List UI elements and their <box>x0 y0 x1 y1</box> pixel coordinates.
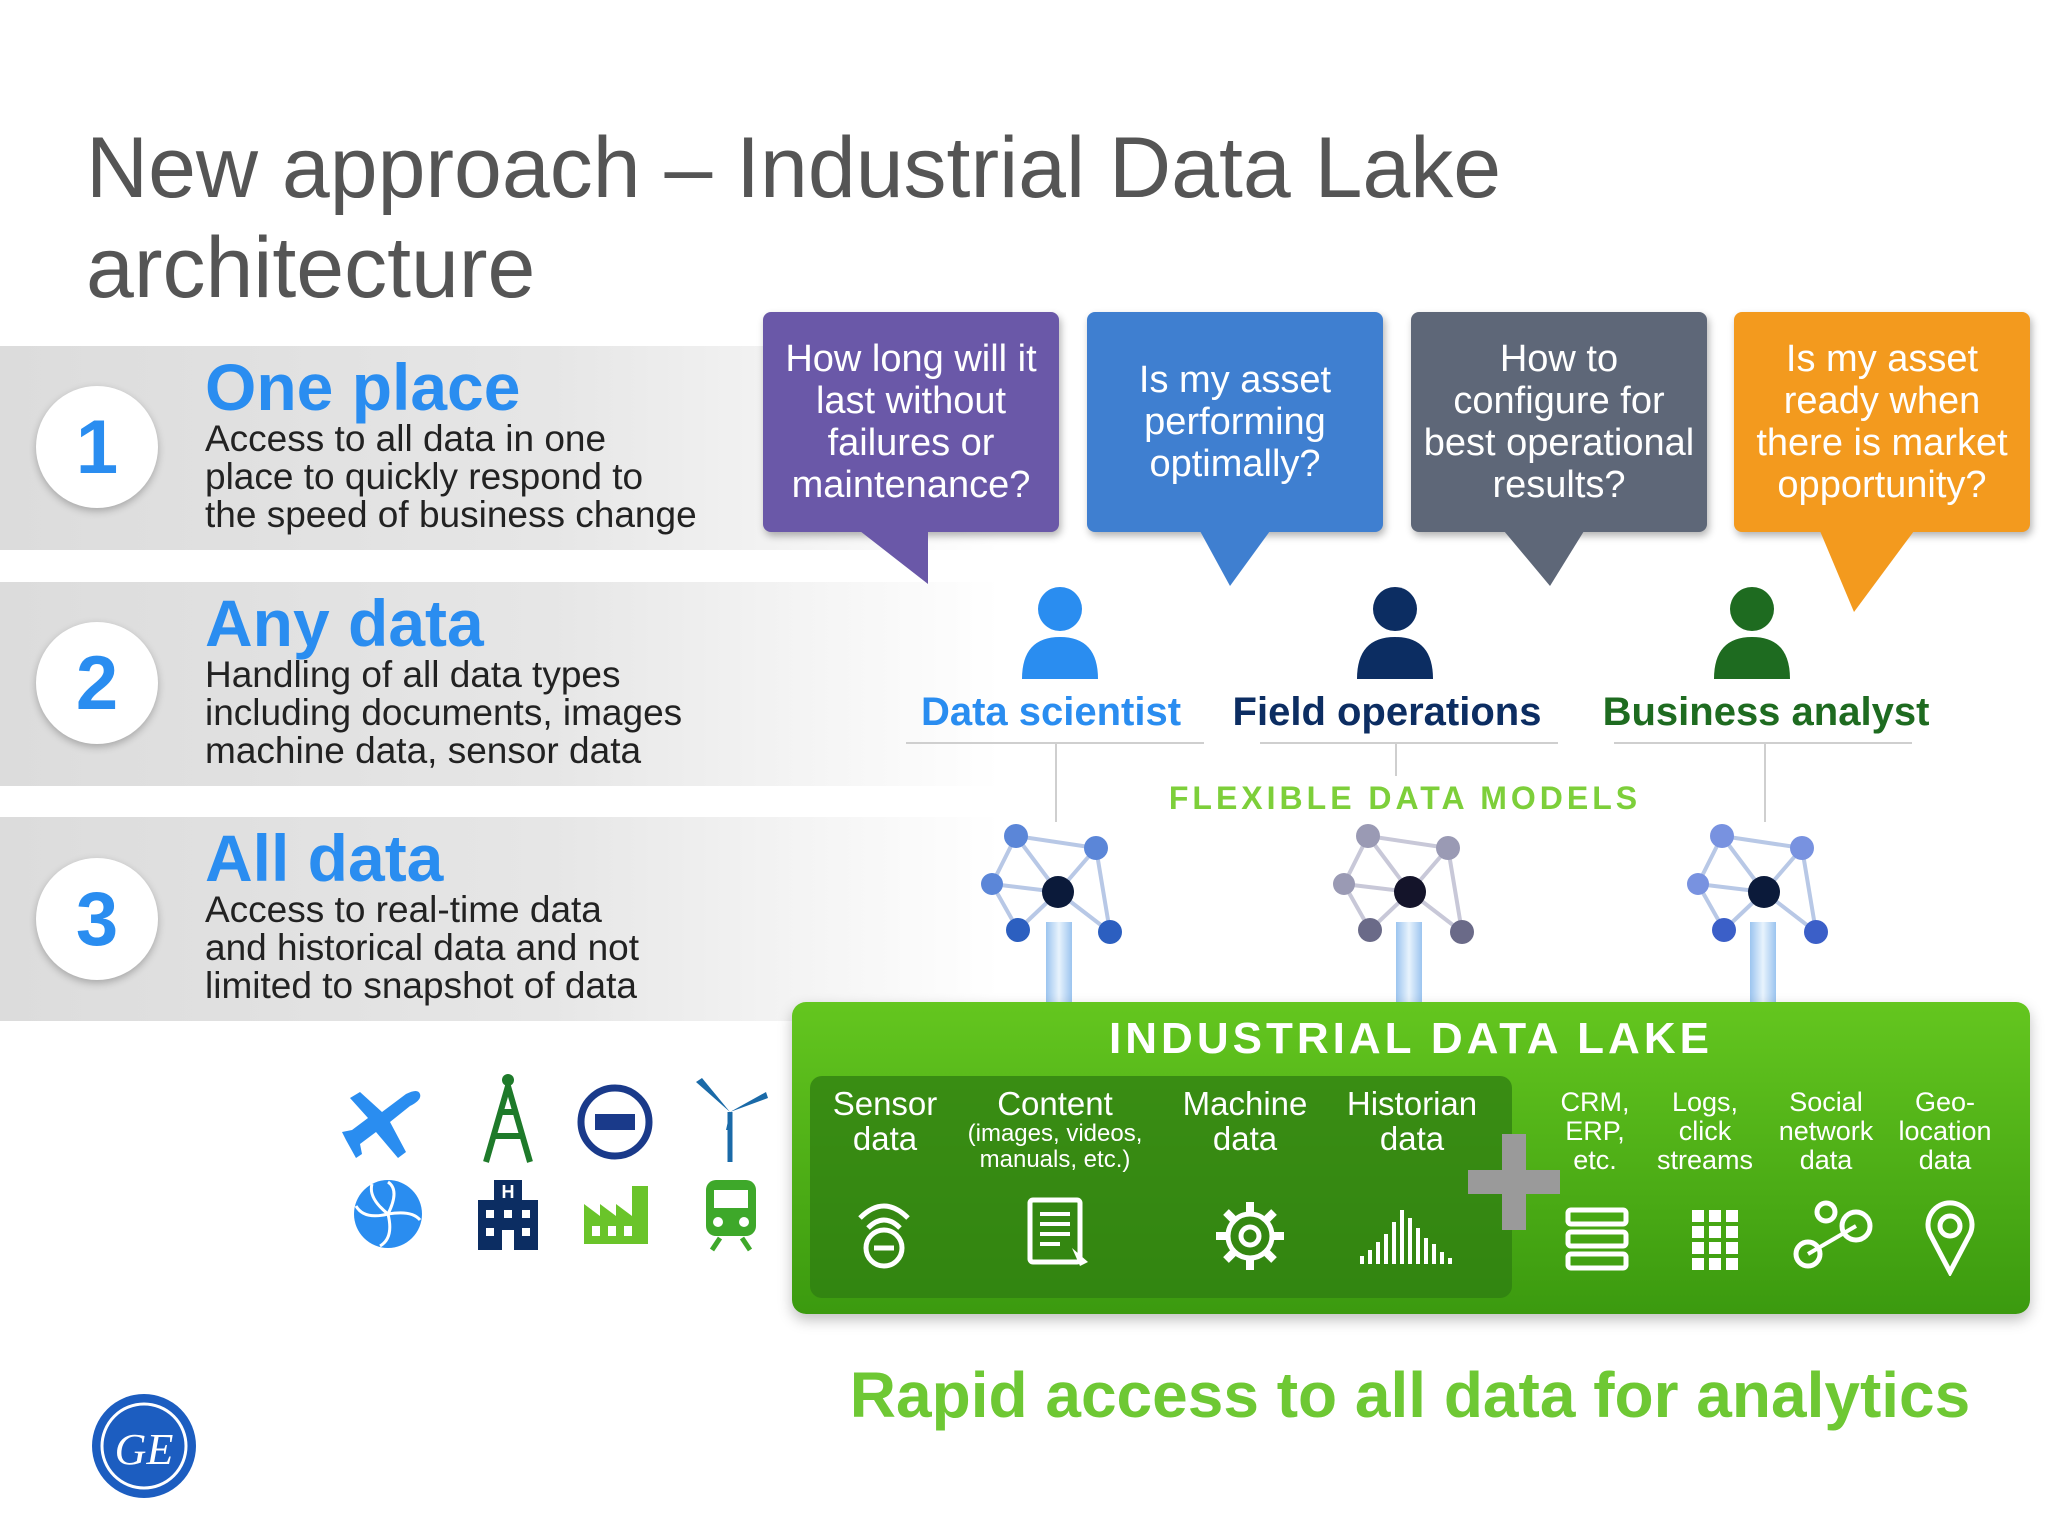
wind-turbine-icon <box>696 1078 768 1162</box>
bubble-tail-2 <box>1200 531 1270 586</box>
point-2-line-2: including documents, images <box>205 692 683 733</box>
point-body-2: Handling of all data types including doc… <box>205 656 765 770</box>
point-3-line-2: and historical data and not <box>205 927 640 968</box>
point-body-1: Access to all data in one place to quick… <box>205 420 765 534</box>
point-3-line-3: limited to snapshot of data <box>205 965 637 1006</box>
data-model-network-icon <box>981 824 1122 944</box>
bubble-tail-4 <box>1820 531 1914 612</box>
data-model-network-icon <box>1333 824 1474 944</box>
question-text-4: Is my asset ready when there is market o… <box>1756 338 2008 506</box>
source-geo-location: Geo-location data <box>1898 1087 1992 1175</box>
title-line-2: architecture <box>86 220 536 316</box>
divider <box>1260 742 1558 744</box>
point-1-line-1: Access to all data in one <box>205 418 607 459</box>
data-lake-title: INDUSTRIAL DATA LAKE <box>1109 1014 1713 1063</box>
divider <box>1614 742 1912 744</box>
factory-icon <box>584 1186 648 1244</box>
source-sensor-data: Sensor data <box>832 1085 938 1157</box>
point-body-3: Access to real-time data and historical … <box>205 891 765 1005</box>
person-icon <box>1714 587 1790 679</box>
point-band-2 <box>0 582 1000 786</box>
point-1-line-3: the speed of business change <box>205 494 697 535</box>
bubble-tail-3 <box>1504 531 1584 586</box>
turbine-fan-icon <box>354 1180 422 1248</box>
svg-text:H: H <box>502 1182 515 1202</box>
connector-line <box>1055 744 1057 822</box>
point-1-line-2: place to quickly respond to <box>205 456 644 497</box>
slide-title: New approach – Industrial Data Lake arch… <box>86 118 1646 318</box>
point-3-line-1: Access to real-time data <box>205 889 602 930</box>
waveform-icon <box>1360 1210 1452 1264</box>
network-icon <box>1793 1200 1873 1269</box>
connector-line <box>1764 744 1766 822</box>
divider <box>906 742 1204 744</box>
meter-icon <box>577 1084 653 1160</box>
point-2-line-3: machine data, sensor data <box>205 730 642 771</box>
title-line-1: New approach – Industrial Data Lake <box>86 120 1502 216</box>
question-bubble-4: Is my asset ready when there is market o… <box>1734 312 2030 532</box>
source-logs: Logs, click streams <box>1656 1087 1754 1175</box>
sensor-icon <box>858 1203 910 1269</box>
persona-data-scientist: Data scientist <box>920 690 1182 734</box>
bubble-tails <box>860 531 1914 612</box>
source-crm-erp: CRM, ERP, etc. <box>1560 1087 1630 1175</box>
hospital-icon: H <box>478 1180 538 1250</box>
person-icon <box>1357 587 1433 679</box>
data-pipe <box>1750 922 1776 1006</box>
question-bubble-3: How to configure for best operational re… <box>1411 312 1707 532</box>
point-number-2: 2 <box>36 622 158 744</box>
data-pipe <box>1396 922 1422 1006</box>
connector-line <box>1395 744 1397 776</box>
source-historian-data: Historian data <box>1346 1085 1478 1157</box>
oil-rig-icon <box>483 1074 533 1163</box>
bubble-tail-1 <box>860 531 928 584</box>
point-heading-1: One place <box>205 350 521 424</box>
person-icon <box>1022 587 1098 679</box>
ge-logo-text: GE <box>115 1425 174 1474</box>
source-social: Social network data <box>1778 1087 1874 1175</box>
location-pin-icon <box>1925 1200 1975 1276</box>
source-content-sub: (images, videos, manuals, etc.) <box>967 1120 1143 1173</box>
plus-icon <box>1468 1134 1560 1230</box>
point-2-line-1: Handling of all data types <box>205 654 621 695</box>
ge-logo-icon: GE <box>92 1394 196 1498</box>
persona-field-operations: Field operations <box>1232 690 1542 734</box>
airplane-icon <box>342 1091 421 1158</box>
tagline: Rapid access to all data for analytics <box>849 1359 1971 1431</box>
source-machine-data: Machine data <box>1182 1085 1308 1157</box>
question-text-2: Is my asset performing optimally? <box>1138 359 1332 485</box>
grid-icon <box>1692 1210 1738 1270</box>
question-bubble-1: How long will it last without failures o… <box>763 312 1059 532</box>
source-content-label: Content <box>997 1085 1113 1122</box>
point-number-1: 1 <box>36 386 158 508</box>
gear-icon <box>1216 1202 1284 1270</box>
persona-business-analyst: Business analyst <box>1602 690 1930 734</box>
server-icon <box>1565 1207 1629 1271</box>
flexible-data-models-label: FLEXIBLE DATA MODELS <box>1168 780 1642 816</box>
point-heading-2: Any data <box>205 586 484 660</box>
point-number-3: 3 <box>36 858 158 980</box>
point-band-3 <box>0 817 1000 1021</box>
data-pipe <box>1046 922 1072 1006</box>
question-text-3: How to configure for best operational re… <box>1423 338 1695 506</box>
data-model-network-icon <box>1687 824 1828 944</box>
point-heading-3: All data <box>205 821 444 895</box>
train-icon <box>706 1180 756 1252</box>
document-icon <box>1027 1197 1088 1266</box>
question-bubble-2: Is my asset performing optimally? <box>1087 312 1383 532</box>
source-content: Content (images, videos, manuals, etc.) <box>950 1086 1160 1173</box>
question-text-1: How long will it last without failures o… <box>785 338 1037 506</box>
